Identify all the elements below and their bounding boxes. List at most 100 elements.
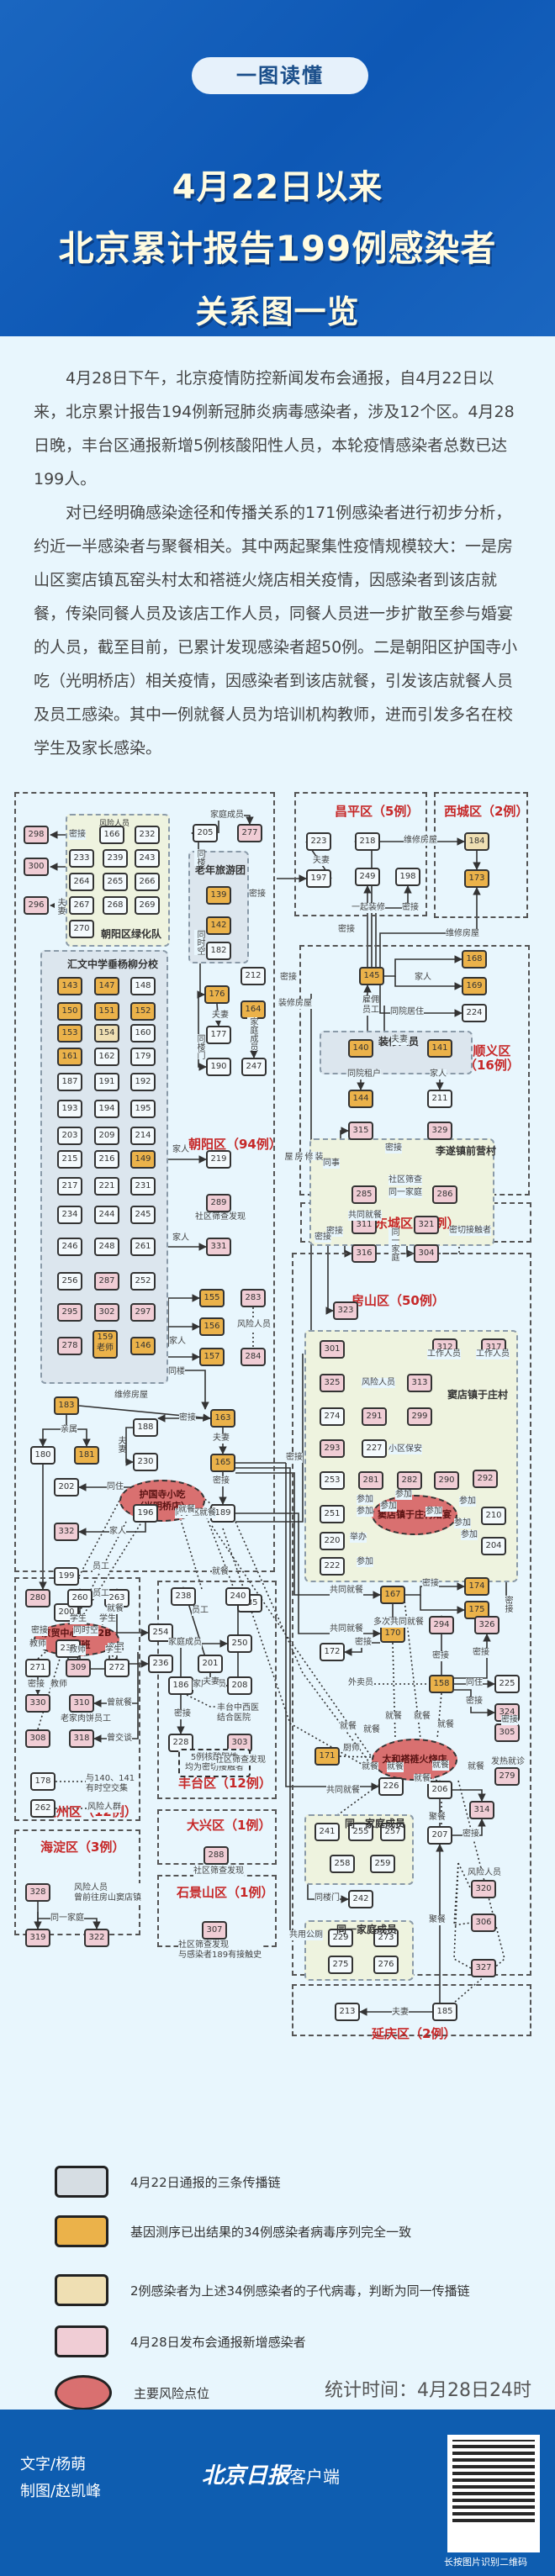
- case-node-175: 175: [464, 1601, 489, 1619]
- edge-label-jiucan: 就餐: [363, 1725, 380, 1735]
- edge-label-jiaren: 家人: [430, 1069, 447, 1079]
- case-node-292: 292: [473, 1470, 498, 1488]
- footer: 文字/杨萌 制图/赵凯峰 北京日报客户端 长按图片识别二维码: [0, 2410, 555, 2576]
- case-node-320: 320: [471, 1880, 496, 1898]
- legend: 4月22日通报的三条传播链 基因测序已出结果的34例感染者病毒序列完全一致 2例…: [0, 2152, 555, 2410]
- case-node-255: 255: [348, 1823, 373, 1841]
- edge-label-zhuangxiu: 装修房屋: [278, 999, 312, 1009]
- case-node-183: 183: [54, 1396, 79, 1415]
- zone-changping: [294, 792, 427, 916]
- case-node-221: 221: [94, 1177, 119, 1196]
- case-node-165: 165: [210, 1454, 235, 1472]
- case-node-265: 265: [103, 873, 128, 891]
- case-node-307: 307: [202, 1921, 227, 1940]
- case-node-181: 181: [74, 1446, 99, 1465]
- qr-code[interactable]: [447, 2435, 540, 2552]
- case-node-330: 330: [25, 1694, 50, 1713]
- case-node-169: 169: [462, 977, 487, 995]
- edge-label-tongyuan: 同院居住: [390, 1007, 424, 1017]
- case-node-204: 204: [481, 1537, 506, 1555]
- edge: [405, 1582, 465, 1596]
- case-node-253: 253: [320, 1471, 345, 1490]
- edge-label-yuangong: 员工: [92, 1562, 109, 1572]
- edge-label-jiucan: 就餐: [468, 1762, 484, 1772]
- case-node-259: 259: [370, 1855, 395, 1873]
- edge-label-tonglou: 同楼: [194, 849, 204, 866]
- edge-label-mijie: 密接: [422, 1579, 439, 1589]
- edge: [384, 955, 462, 977]
- edge-label-gongtongjiucan: 共同就餐: [330, 1586, 363, 1596]
- case-node-252: 252: [130, 1272, 156, 1291]
- case-node-145: 145: [359, 967, 384, 985]
- label-shunyi: 顺义区 （16例）: [464, 1043, 520, 1073]
- label-yanqing: 延庆区（2例）: [372, 2026, 457, 2041]
- case-node-325: 325: [320, 1374, 345, 1392]
- edge-label-fengxianrenqun: 风险人群: [87, 1803, 121, 1813]
- legend-item-new: 4月28日发布会通报新增感染者: [55, 2325, 306, 2358]
- edge-label-fuqi: 夫妻: [203, 1677, 219, 1687]
- logo-name: 北京日报: [202, 2463, 290, 2489]
- edge-label-canjia: 参加: [426, 1507, 442, 1517]
- case-node-272: 272: [104, 1659, 130, 1677]
- case-node-217: 217: [57, 1177, 82, 1196]
- case-node-302: 302: [94, 1303, 119, 1322]
- case-node-331: 331: [206, 1238, 231, 1256]
- edge-label-jiaren: 家人: [415, 973, 431, 983]
- edge: [186, 1694, 225, 1708]
- case-node-295: 295: [57, 1303, 82, 1322]
- edge: [235, 1462, 304, 1787]
- label-chaoyang: 朝阳区（94例）: [188, 1137, 282, 1152]
- case-node-326: 326: [474, 1616, 500, 1634]
- case-node-212: 212: [240, 967, 266, 985]
- case-node-213: 213: [335, 2003, 360, 2021]
- case-node-150: 150: [57, 1002, 82, 1021]
- edge-label-mijie: 密接: [213, 1476, 230, 1486]
- edge: [198, 994, 207, 1071]
- case-node-203: 203: [57, 1127, 82, 1145]
- qr-caption: 长按图片识别二维码: [444, 2557, 527, 2568]
- edge-label-fuqi: 夫妻: [212, 1011, 229, 1021]
- case-node-218: 218: [355, 832, 380, 851]
- title-line-3: 关系图一览: [195, 293, 360, 330]
- legend-swatch-pink: [55, 2325, 108, 2357]
- edge: [394, 976, 462, 990]
- edge-label-laojia: 老家肉饼员工: [61, 1714, 111, 1724]
- edge-label-canjia: 参加: [357, 1557, 373, 1567]
- edge-label-jiaren: 家人: [109, 1527, 126, 1537]
- credits: 文字/杨萌 制图/赵凯峰: [20, 2452, 101, 2505]
- case-node-286: 286: [432, 1185, 457, 1204]
- case-node-288: 288: [204, 1846, 229, 1865]
- label-qianying: 李遂镇前营村: [436, 1145, 497, 1157]
- case-node-222: 222: [320, 1557, 345, 1576]
- edge-label-canjia: 参加: [357, 1507, 373, 1517]
- edge: [235, 1512, 304, 1634]
- legend-item-risk-site: 主要风险点位: [55, 2375, 209, 2410]
- edge-label-mijie: 密接: [28, 1680, 45, 1690]
- case-node-332: 332: [54, 1523, 79, 1541]
- edge-label-jiaren: 家人: [172, 1233, 189, 1243]
- edge-label-xiaoqubaoan: 小区保安: [388, 1444, 422, 1454]
- zone-chaoyang: [14, 792, 275, 1572]
- case-node-173: 173: [464, 869, 489, 888]
- edge-label-mijie: 密接: [432, 1651, 449, 1661]
- case-node-262: 262: [30, 1799, 56, 1818]
- case-node-258: 258: [330, 1855, 355, 1873]
- edge-label-mijie: 密接: [473, 1648, 489, 1658]
- case-node-322: 322: [84, 1929, 109, 1947]
- label-daxing: 大兴区（1例）: [187, 1818, 272, 1833]
- edge-label-jiucan: 就餐: [199, 1508, 216, 1518]
- case-node-193: 193: [57, 1100, 82, 1118]
- edge-label-tongzhu: 同住: [107, 1482, 124, 1492]
- edge-label-weixiu: 维修房屋: [404, 836, 437, 846]
- case-node-199: 199: [54, 1567, 79, 1586]
- edge-label-tongyuanzuhu: 同院租户: [347, 1069, 381, 1079]
- case-node-188: 188: [133, 1418, 158, 1437]
- case-node-299: 299: [407, 1407, 432, 1426]
- case-node-233: 233: [69, 849, 94, 868]
- case-node-209: 209: [94, 1127, 119, 1145]
- edge: [452, 1789, 486, 1802]
- edge-label-mijie: 密接: [314, 1233, 331, 1243]
- case-node-156: 156: [199, 1317, 225, 1336]
- label-family-2: 同一家庭成员: [336, 1924, 398, 1935]
- case-node-310: 310: [69, 1694, 94, 1713]
